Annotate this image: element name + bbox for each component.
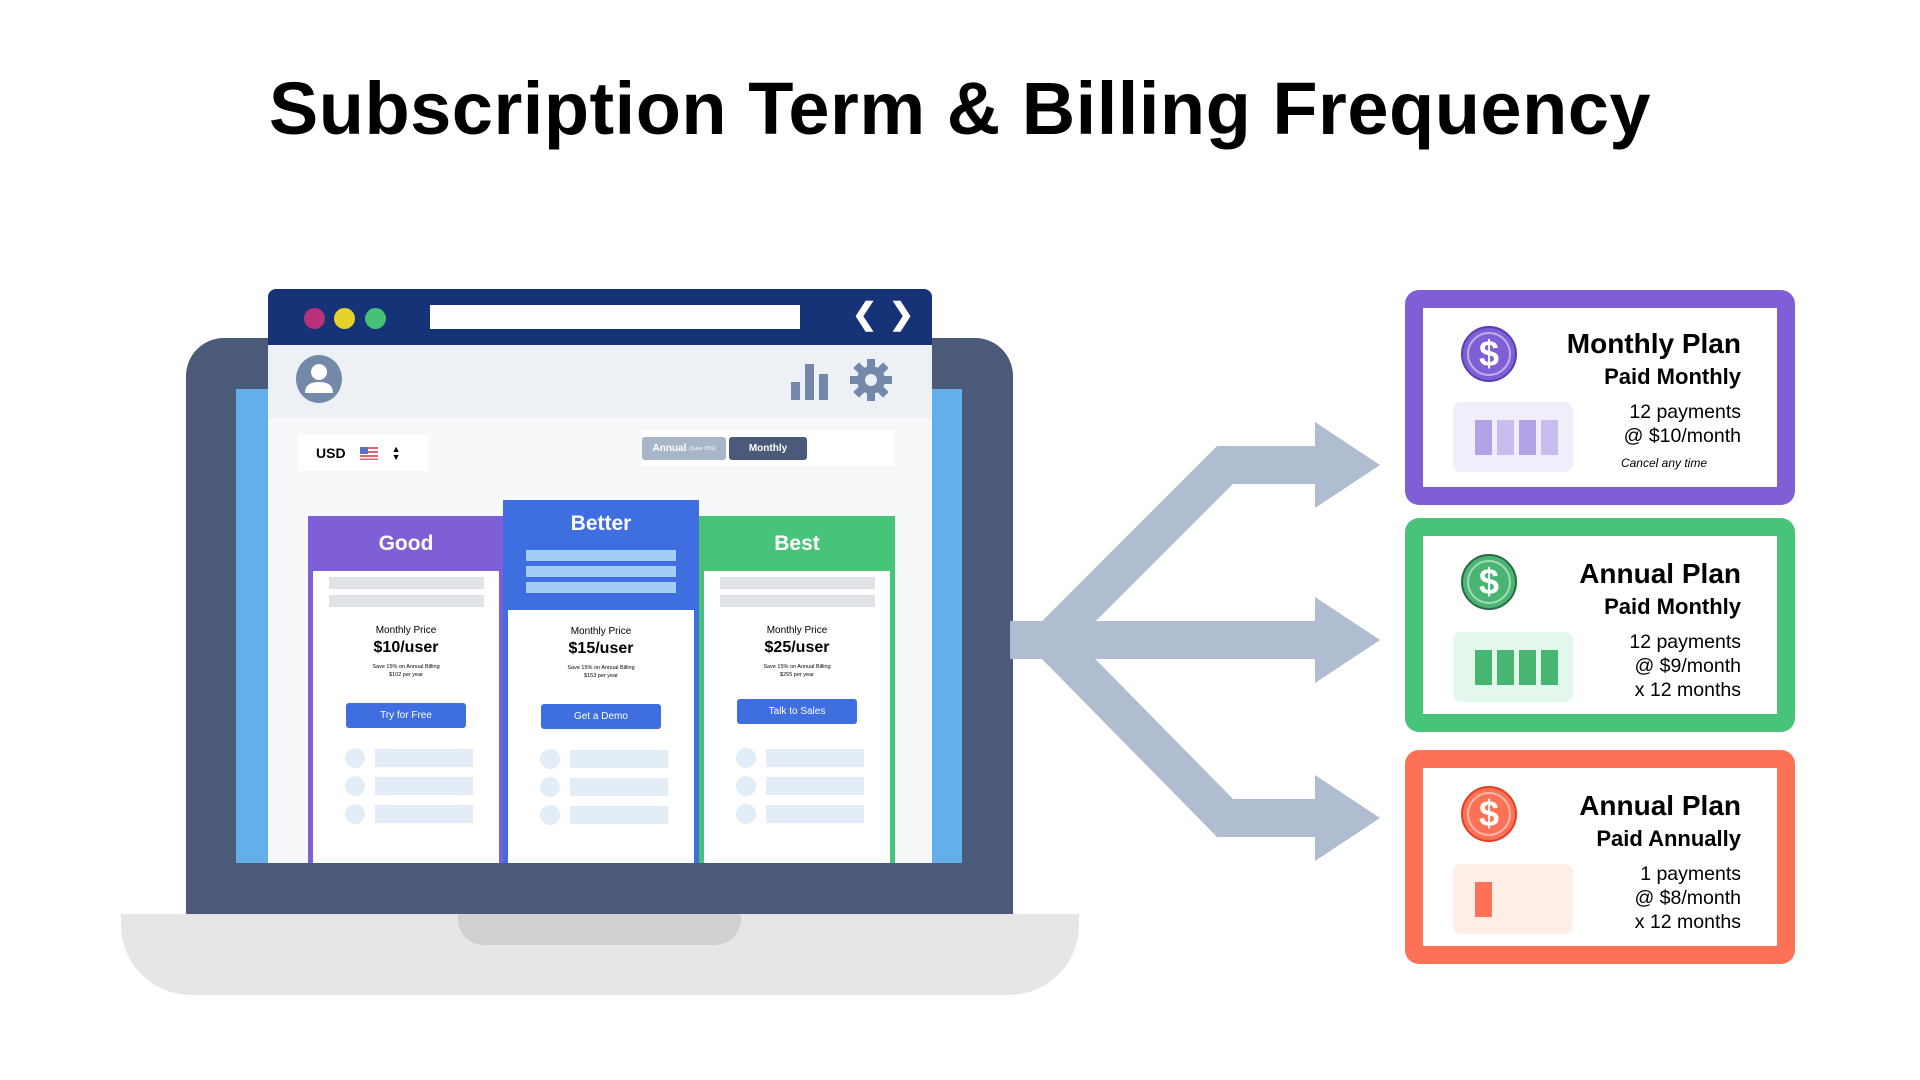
annual-label: Annual — [652, 443, 687, 454]
dollar-coin-icon: $ — [1461, 326, 1517, 382]
us-flag-icon — [359, 446, 378, 460]
forward-chevron-icon[interactable]: ❯ — [889, 298, 915, 331]
price-label: Monthly Price — [570, 626, 632, 637]
page-title: Subscription Term & Billing Frequency — [268, 67, 1652, 150]
url-bar[interactable] — [430, 305, 800, 329]
plan-subtitle: Paid Annually — [1596, 826, 1741, 851]
feature-row — [345, 776, 499, 796]
save-note: Save 15% on Annual Billing — [763, 664, 831, 670]
arrowhead-icon — [1315, 775, 1380, 861]
dollar-coin-icon: $ — [1461, 786, 1517, 842]
arrowhead-icon — [1315, 597, 1380, 683]
plan-payments: 12 payments — [1629, 401, 1741, 423]
plan-duration: x 12 months — [1634, 911, 1741, 933]
feature-row — [736, 776, 890, 796]
placeholder-line — [719, 595, 875, 607]
plan-title: Annual Plan — [1579, 790, 1741, 821]
pricing-card-better: Better Monthly Price $15/user Save 15% o… — [503, 500, 699, 863]
yearly-price: $153 per year — [584, 673, 618, 679]
annual-note: (Save 15%) — [689, 445, 716, 452]
feature-row — [736, 748, 890, 768]
arrow-to-monthly-plan — [1010, 446, 1320, 659]
plan-note: Cancel any time — [1620, 456, 1707, 470]
price-label: Monthly Price — [766, 625, 828, 636]
gear-icon[interactable] — [850, 359, 892, 401]
close-dot-icon[interactable] — [304, 308, 325, 329]
save-note: Save 15% on Annual Billing — [567, 665, 635, 671]
currency-selector[interactable]: USD ▲▼ — [298, 435, 428, 471]
plan-rate: @ $9/month — [1634, 655, 1741, 677]
monthly-label: Monthly — [748, 443, 788, 454]
feature-row — [736, 804, 890, 824]
annual-paid-monthly-card: $ Annual Plan Paid Monthly 12 payments @… — [1405, 518, 1795, 732]
plan-payments: 1 payments — [1640, 863, 1741, 885]
laptop-notch — [458, 914, 741, 945]
placeholder-line — [328, 577, 484, 589]
app-toolbar — [268, 345, 932, 418]
arrow-to-annual-annually — [1036, 626, 1320, 837]
tier-name: Best — [704, 516, 890, 571]
maximize-dot-icon[interactable] — [365, 308, 386, 329]
price: $25/user — [764, 639, 830, 656]
plan-payments: 12 payments — [1629, 631, 1741, 653]
pricing-card-good: Good Monthly Price $10/user Save 15% on … — [308, 516, 504, 863]
currency-label: USD — [316, 445, 346, 461]
tier-name: Better — [570, 512, 632, 535]
placeholder-line — [719, 577, 875, 589]
yearly-price: $102 per year — [389, 672, 423, 678]
payment-bars — [1453, 864, 1573, 934]
feature-row — [345, 804, 499, 824]
payment-bars — [1453, 402, 1573, 472]
save-note: Save 15% on Annual Billing — [372, 664, 440, 670]
monthly-plan-card: $ Monthly Plan Paid Monthly 12 payments … — [1405, 290, 1795, 505]
plan-title: Annual Plan — [1579, 558, 1741, 589]
feature-row — [540, 749, 694, 769]
price-label: Monthly Price — [375, 625, 437, 636]
feature-row — [540, 805, 694, 825]
talk-to-sales-button[interactable]: Talk to Sales — [737, 699, 857, 724]
arrowhead-icon — [1315, 422, 1380, 508]
plan-subtitle: Paid Monthly — [1604, 594, 1741, 619]
billing-toggle: Annual(Save 15%) Monthly — [642, 430, 894, 466]
plan-rate: @ $10/month — [1623, 425, 1741, 447]
plan-title: Monthly Plan — [1566, 328, 1741, 359]
pricing-card-best: Best Monthly Price $25/user Save 15% on … — [699, 516, 895, 863]
plan-subtitle: Paid Monthly — [1604, 364, 1741, 389]
annual-paid-annually-card: $ Annual Plan Paid Annually 1 payments @… — [1405, 750, 1795, 964]
plan-duration: x 12 months — [1634, 679, 1741, 701]
yearly-price: $255 per year — [780, 672, 814, 678]
get-a-demo-button[interactable]: Get a Demo — [541, 704, 661, 729]
monthly-toggle-button[interactable]: Monthly — [729, 437, 807, 460]
tier-name: Good — [313, 516, 499, 571]
try-for-free-button[interactable]: Try for Free — [346, 703, 466, 728]
browser-titlebar: ❮ ❯ — [268, 289, 932, 345]
bar-chart-icon[interactable] — [791, 362, 829, 400]
browser-window: ❮ ❯ USD ▲▼ Annual(Save 15%) Monthly Good… — [268, 289, 932, 863]
price: $15/user — [568, 640, 634, 657]
tier-header: Better — [508, 500, 694, 610]
price: $10/user — [373, 639, 439, 656]
dollar-coin-icon: $ — [1461, 554, 1517, 610]
user-avatar-icon[interactable] — [296, 355, 342, 403]
placeholder-line — [328, 595, 484, 607]
feature-row — [540, 777, 694, 797]
plan-rate: @ $8/month — [1634, 887, 1741, 909]
payment-bars — [1453, 632, 1573, 702]
back-chevron-icon[interactable]: ❮ — [852, 298, 878, 331]
annual-toggle-button[interactable]: Annual(Save 15%) — [642, 437, 726, 460]
minimize-dot-icon[interactable] — [334, 308, 355, 329]
sort-arrows-icon: ▲▼ — [391, 444, 401, 462]
feature-row — [345, 748, 499, 768]
